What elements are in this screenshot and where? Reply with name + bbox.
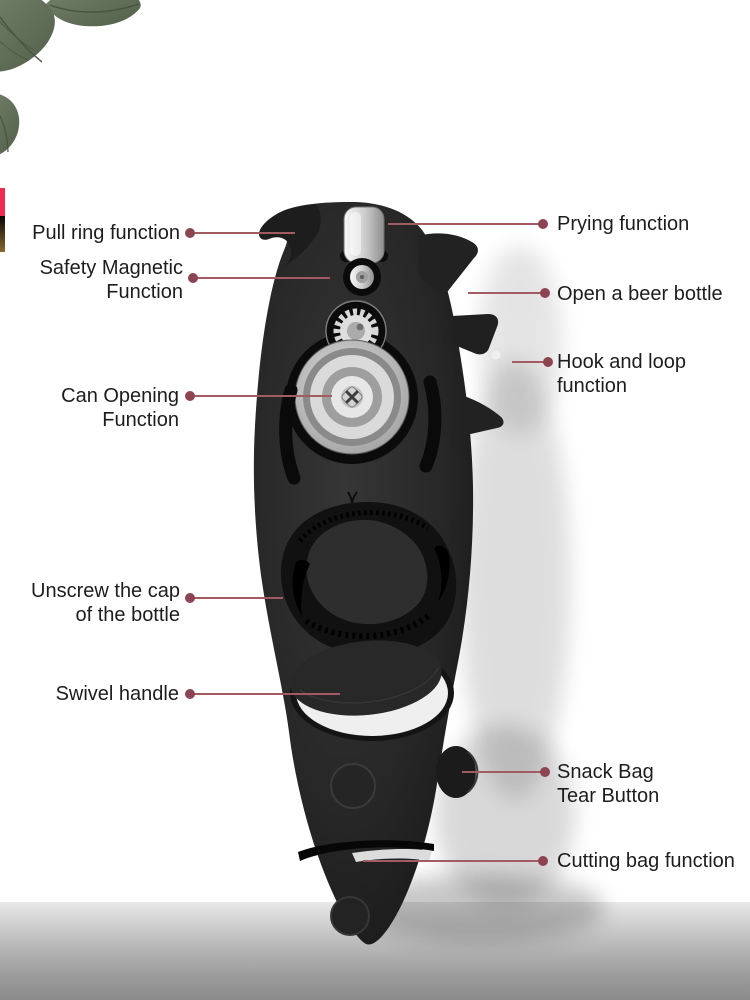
lead-dot xyxy=(540,767,550,777)
lead-can-opening xyxy=(185,391,332,401)
palm-button xyxy=(330,763,376,809)
lead-snack-bag xyxy=(462,767,550,777)
metal-clip xyxy=(340,206,388,264)
cutting-slot xyxy=(298,840,434,862)
lead-prying xyxy=(388,219,548,229)
prying-fin xyxy=(418,233,478,296)
lead-dot xyxy=(185,228,195,238)
callout-label-swivel-handle: Swivel handle xyxy=(55,683,179,705)
lead-dot xyxy=(543,357,553,367)
lead-swivel-handle xyxy=(185,689,340,699)
bottle-cap-grip-opening xyxy=(280,502,457,656)
lead-dot xyxy=(185,593,195,603)
pull-ring-hook xyxy=(258,205,321,266)
lower-fin xyxy=(458,394,504,436)
callout-label-safety-magnetic: Safety Magnetic Function xyxy=(39,257,183,303)
lead-open-beer xyxy=(468,288,550,298)
swivel-handle xyxy=(290,640,454,741)
callout-label-can-opening: Can Opening Function xyxy=(61,385,179,431)
callout-label-cutting-bag: Cutting bag function xyxy=(557,850,735,872)
callout-label-prying: Prying function xyxy=(557,213,690,235)
lead-cutting-bag xyxy=(363,856,548,866)
callout-label-hook-loop: Hook and loop function xyxy=(557,351,686,397)
callout-label-open-beer: Open a beer bottle xyxy=(557,283,723,305)
lead-dot xyxy=(540,288,550,298)
lead-unscrew-cap xyxy=(185,593,283,603)
bottle-opener-hook xyxy=(452,314,499,355)
cutting-wheel xyxy=(294,339,410,455)
callout-label-snack-bag: Snack Bag Tear Button xyxy=(557,761,660,807)
lead-dot xyxy=(188,273,198,283)
lead-dot xyxy=(538,856,548,866)
lead-dot xyxy=(185,689,195,699)
lead-dot xyxy=(185,391,195,401)
callout-label-pull-ring: Pull ring function xyxy=(32,222,180,244)
edge-photo-strip xyxy=(0,188,5,252)
lead-safety-magnetic xyxy=(188,273,330,283)
callout-label-unscrew-cap: Unscrew the cap of the bottle xyxy=(31,580,180,626)
bottom-button xyxy=(330,896,370,936)
leaf-decoration xyxy=(0,0,141,155)
lead-dot xyxy=(538,219,548,229)
magnet-hole xyxy=(343,258,381,296)
lead-pull-ring xyxy=(185,228,295,238)
lead-hook-loop xyxy=(512,357,553,367)
